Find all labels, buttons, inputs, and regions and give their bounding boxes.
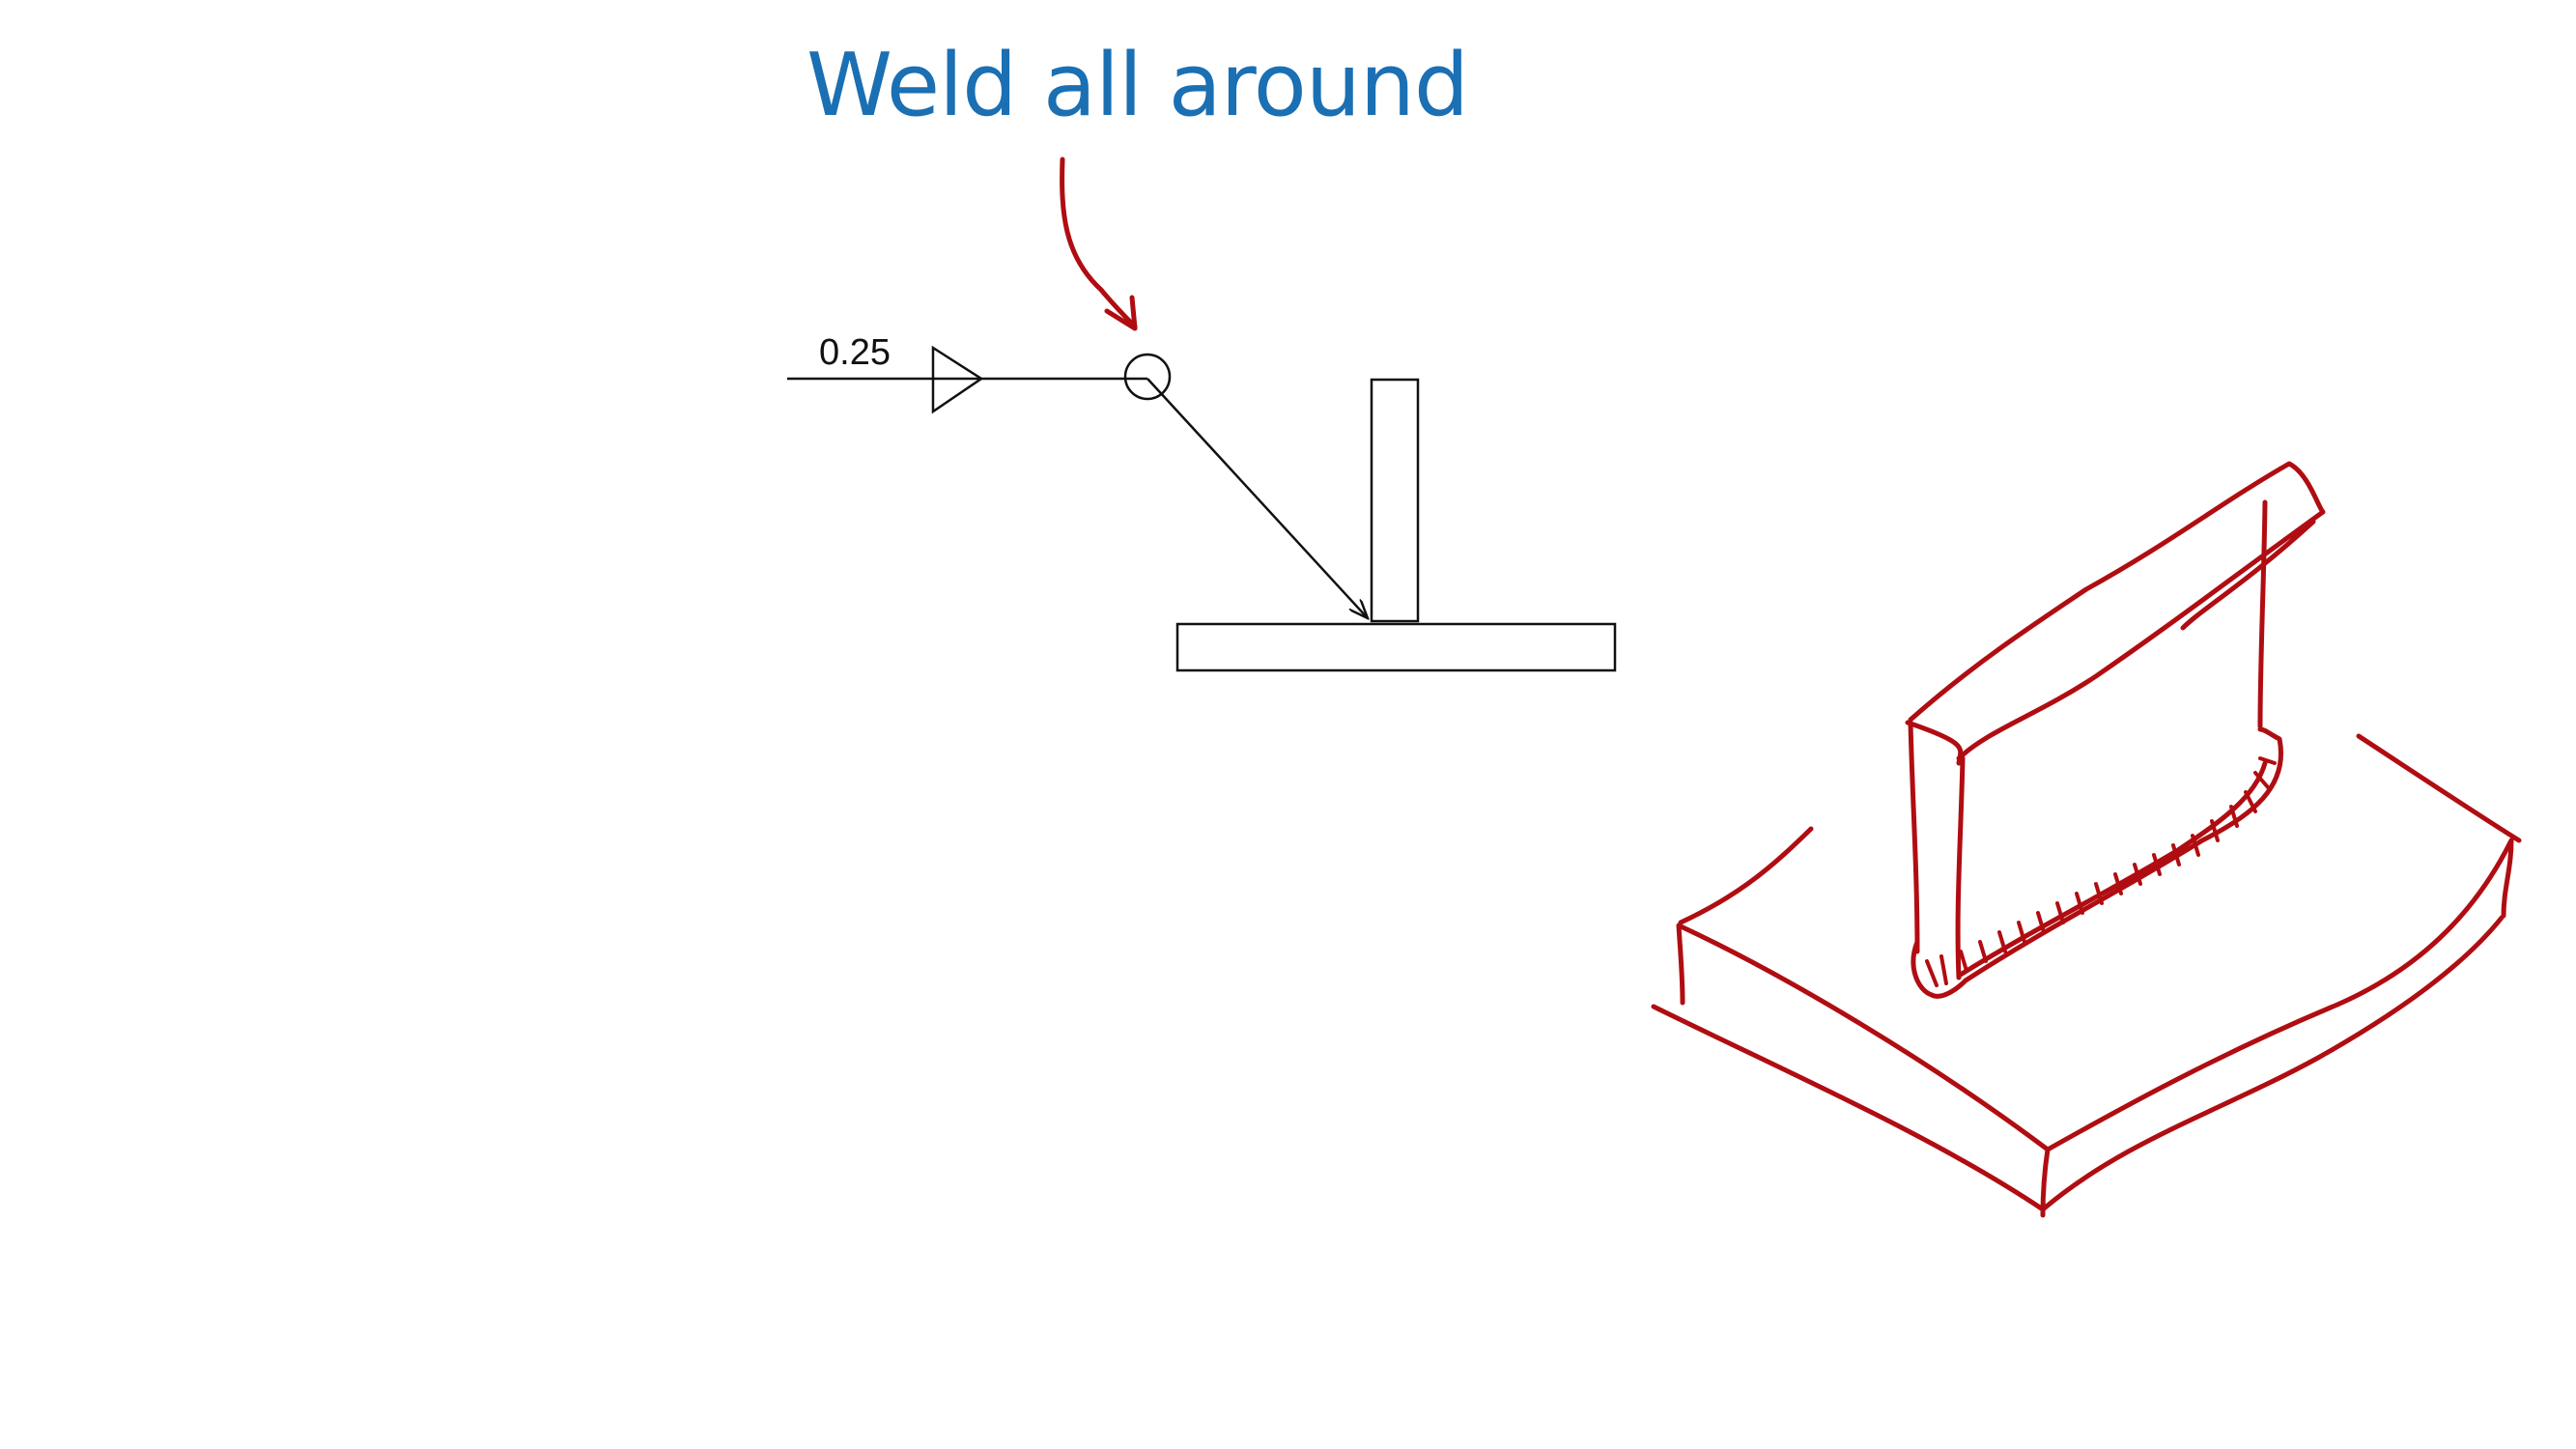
isometric-weld-sketch — [1651, 461, 2522, 1218]
base-plate — [1175, 622, 1617, 672]
weld-all-around-label: Weld all around — [807, 35, 1469, 136]
vertical-plate — [1370, 378, 1420, 623]
weld-bead-sketch — [1911, 726, 2283, 999]
t-joint-section — [1175, 378, 1617, 672]
weld-hatching — [1925, 756, 2277, 987]
leader-arrow — [1146, 378, 1368, 618]
weld-all-around-circle — [1123, 353, 1172, 401]
base-plate-sketch — [1651, 733, 2522, 1218]
annotation-arrow — [1060, 156, 1138, 331]
weld-size-label: 0.25 — [819, 332, 891, 373]
weld-symbol — [787, 345, 1368, 618]
upright-plate-sketch — [1905, 461, 2326, 980]
fillet-weld-symbol — [931, 345, 984, 414]
